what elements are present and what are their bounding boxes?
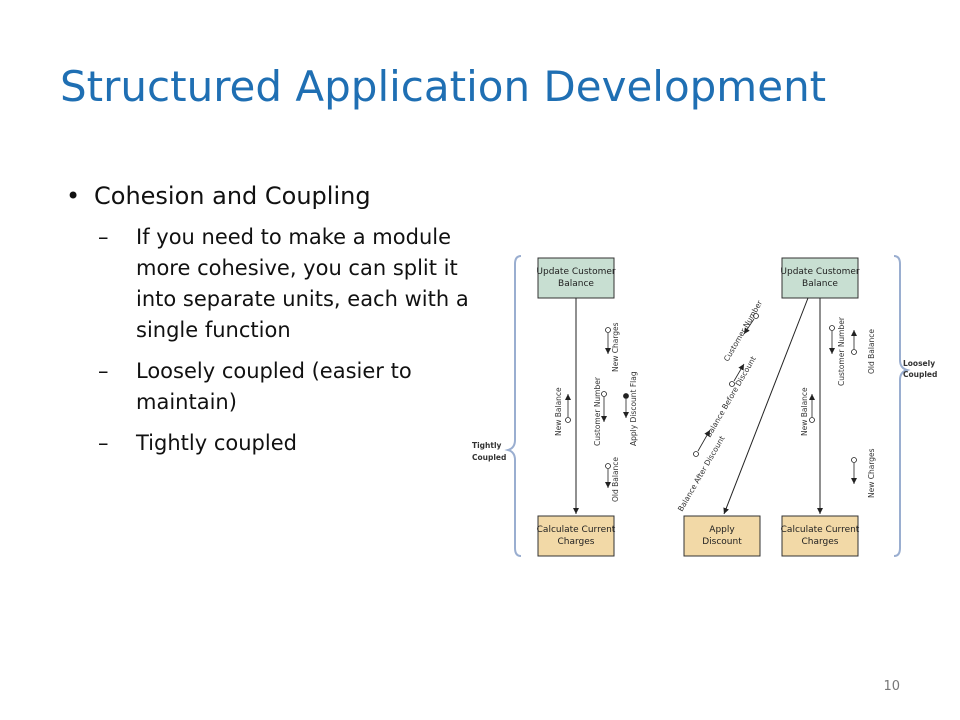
right-bottom-box	[781, 515, 859, 557]
sub-bullet-text: If you need to make a module more cohesi…	[136, 225, 469, 342]
coupling-diagram: Tightly Coupled Loosely Coupled Update C…	[470, 250, 938, 562]
tightly-label: Tightly	[472, 441, 502, 450]
sub-bullet-tightly: – Tightly coupled	[62, 428, 472, 459]
coupling-diagram-svg: Tightly Coupled Loosely Coupled Update C…	[472, 255, 937, 557]
left-new-balance-couple: New Balance	[554, 387, 571, 436]
right-new-charges-couple: New Charges	[851, 448, 876, 498]
mid-customer-number-couple: Customer Number	[722, 298, 765, 363]
left-customer-number-couple: Customer Number	[593, 376, 607, 446]
mid-balance-before-couple: Balance Before Discount	[704, 355, 758, 439]
right-new-balance-label: New Balance	[800, 387, 809, 436]
right-old-balance-label: Old Balance	[867, 329, 876, 374]
left-top-box-line2: Balance	[558, 279, 594, 289]
mid-balance-before-label: Balance Before Discount	[704, 355, 758, 439]
left-old-balance-label: Old Balance	[611, 457, 620, 502]
left-new-charges-couple: New Charges	[605, 322, 620, 372]
right-bottom-box-line1: Calculate Current	[781, 525, 860, 535]
right-top-box	[781, 257, 859, 299]
left-customer-number-label: Customer Number	[593, 376, 602, 446]
bullet-cohesion-coupling: • Cohesion and Coupling	[62, 178, 472, 214]
bullet-text: Cohesion and Coupling	[94, 182, 371, 210]
coupled-label-left: Coupled	[472, 453, 506, 462]
bullet-list: • Cohesion and Coupling – If you need to…	[62, 178, 472, 469]
slide-title: Structured Application Development	[60, 62, 827, 111]
left-top-box-line1: Update Customer	[536, 267, 615, 277]
diagonal-call-arrow	[723, 297, 809, 515]
loosely-label: Loosely	[903, 359, 935, 368]
mid-bottom-box	[683, 515, 761, 557]
mid-customer-number-label: Customer Number	[722, 298, 765, 363]
sub-bullet-text: Tightly coupled	[136, 431, 297, 455]
left-bottom-box-line1: Calculate Current	[537, 525, 616, 535]
right-top-box-line2: Balance	[802, 279, 838, 289]
right-new-charges-label: New Charges	[867, 448, 876, 498]
left-old-balance-couple: Old Balance	[605, 457, 620, 502]
left-brace	[504, 255, 522, 557]
sub-bullet-list: – If you need to make a module more cohe…	[62, 222, 472, 459]
sub-bullet-text: Loosely coupled (easier to maintain)	[136, 359, 412, 414]
mid-bottom-box-line2: Discount	[702, 537, 742, 547]
right-top-box-line1: Update Customer	[780, 267, 859, 277]
left-top-box	[537, 257, 615, 299]
dash-icon: –	[98, 431, 109, 455]
left-new-balance-label: New Balance	[554, 387, 563, 436]
left-apply-discount-flag-label: Apply Discount Flag	[629, 371, 638, 446]
right-brace	[893, 255, 911, 557]
right-new-balance-couple: New Balance	[800, 387, 815, 436]
left-new-charges-label: New Charges	[611, 322, 620, 372]
right-customer-number-couple: Customer Number	[829, 316, 846, 386]
sub-bullet-cohesive: – If you need to make a module more cohe…	[62, 222, 472, 346]
right-customer-number-label: Customer Number	[837, 316, 846, 386]
left-apply-discount-flag-couple: Apply Discount Flag	[623, 371, 638, 446]
slide-number: 10	[883, 679, 900, 694]
left-bottom-box	[537, 515, 615, 557]
mid-balance-after-couple: Balance After Discount	[676, 429, 727, 513]
bullet-dot-icon: •	[66, 182, 81, 210]
dash-icon: –	[98, 359, 109, 383]
right-bottom-box-line2: Charges	[802, 537, 839, 547]
coupled-label-right: Coupled	[903, 370, 937, 379]
dash-icon: –	[98, 225, 109, 249]
left-bottom-box-line2: Charges	[558, 537, 595, 547]
mid-bottom-box-line1: Apply	[709, 525, 735, 535]
sub-bullet-loosely: – Loosely coupled (easier to maintain)	[62, 356, 472, 418]
right-old-balance-couple: Old Balance	[851, 329, 876, 374]
